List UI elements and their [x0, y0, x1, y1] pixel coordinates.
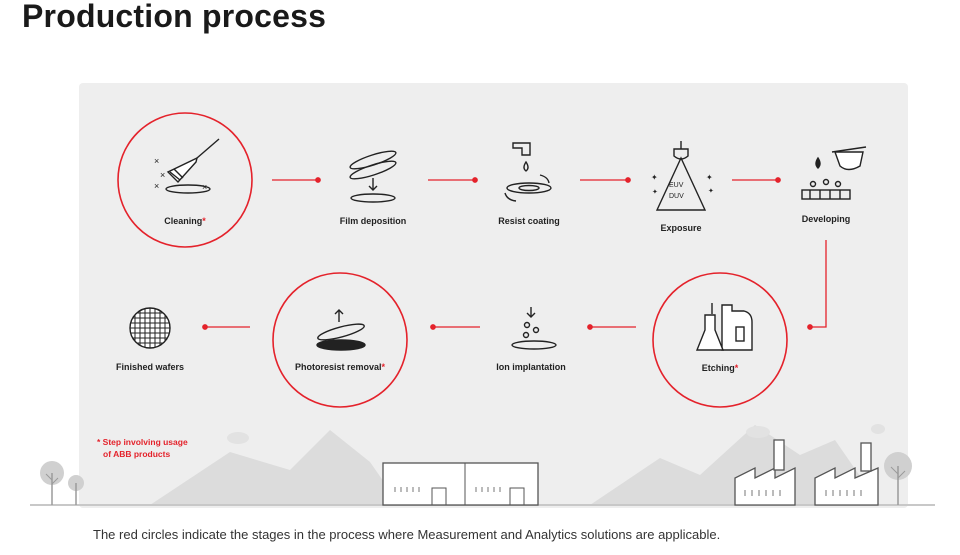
diagram-caption: The red circles indicate the stages in t… [93, 527, 721, 542]
landscape-illustration [30, 424, 935, 506]
film-layers-icon [349, 150, 397, 203]
svg-text:✦: ✦ [651, 173, 658, 182]
page-title: Production process [22, 0, 327, 34]
step-label-film-deposition: Film deposition [340, 216, 407, 226]
step-label-ion-implantation: Ion implantation [496, 362, 566, 372]
resist-coating-icon [504, 142, 552, 202]
footnote: * Step involving usage of ABB products [97, 437, 188, 459]
step-label-photoresist-removal: Photoresist removal* [295, 362, 386, 372]
svg-text:✦: ✦ [652, 188, 658, 196]
lamp-label-duv: DUV [669, 193, 684, 200]
step-label-cleaning: Cleaning* [164, 216, 206, 226]
step-label-developing: Developing [802, 214, 851, 224]
highlight-circle-photoresist-removal [272, 272, 408, 408]
exposure-lamp-icon: EUV DUV ✦ ✦ ✦ ✦ [651, 141, 714, 211]
lamp-label-euv: EUV [669, 182, 684, 189]
highlight-circle-etching [652, 272, 788, 408]
svg-text:✦: ✦ [708, 187, 714, 195]
developer-flask-icon [801, 146, 867, 200]
step-label-resist-coating: Resist coating [498, 216, 560, 226]
highlight-circle-cleaning [117, 112, 253, 248]
step-label-exposure: Exposure [660, 223, 701, 233]
step-label-finished-wafers: Finished wafers [116, 362, 184, 372]
footnote-line-1: * Step involving usage [97, 437, 188, 447]
svg-text:×: × [160, 170, 165, 180]
svg-text:×: × [154, 156, 159, 166]
step-label-etching: Etching* [702, 363, 739, 373]
svg-text:✦: ✦ [706, 173, 713, 182]
broom-icon: × × × × [154, 138, 220, 194]
finished-wafer-icon [129, 307, 171, 349]
photoresist-removal-icon [316, 309, 366, 351]
flow-connectors [202, 177, 827, 330]
svg-text:×: × [154, 181, 159, 191]
svg-text:×: × [202, 182, 207, 192]
footnote-line-2: of ABB products [103, 449, 170, 459]
chemical-bottles-icon [695, 303, 753, 351]
ion-implantation-icon [511, 307, 557, 350]
